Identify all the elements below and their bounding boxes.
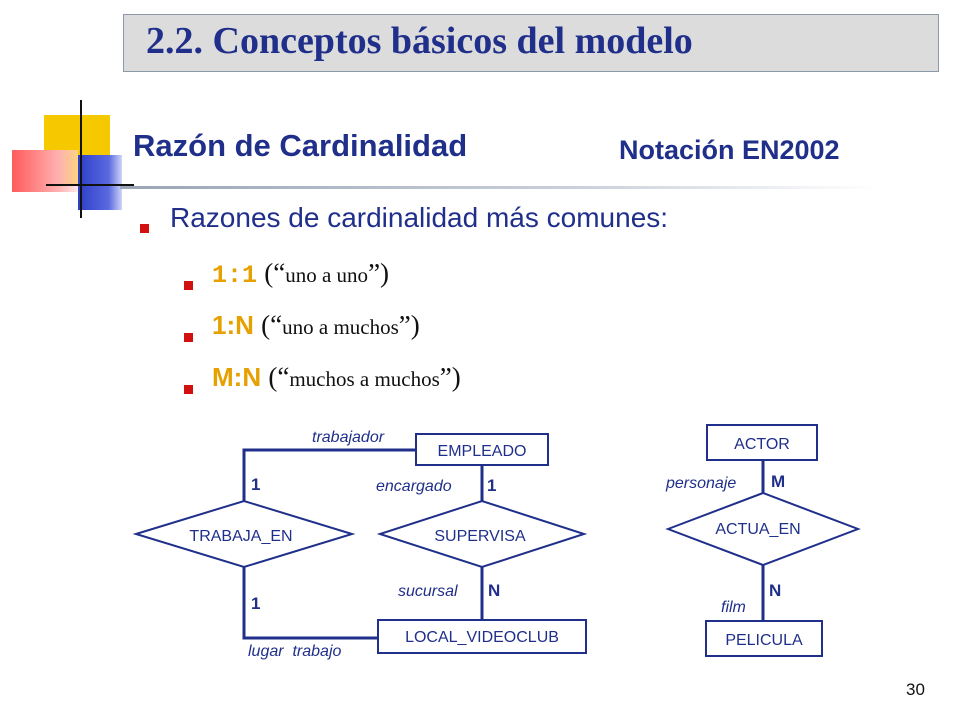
open-paren: (“ <box>261 310 283 340</box>
bullet-item-m-n: M:N (“muchos a muchos”) <box>212 362 461 393</box>
relationship-supervisa-label: SUPERVISA <box>434 528 526 545</box>
open-paren: (“ <box>264 258 286 288</box>
bullet-item-1-1: 1:1 (“uno a uno”) <box>212 258 389 290</box>
bullet-square-icon <box>184 333 193 342</box>
cardinality-trabaja-top: 1 <box>251 475 260 494</box>
relationship-actua-en-label: ACTUA_EN <box>715 521 800 538</box>
ratio-meaning: muchos a muchos <box>289 367 440 391</box>
ratio-meaning: uno a muchos <box>282 315 399 339</box>
bullet-square-icon <box>184 385 193 394</box>
entity-pelicula-label: PELICULA <box>725 632 803 649</box>
connector-lugar-trabajo <box>242 567 378 640</box>
entity-actor-label: ACTOR <box>734 436 790 453</box>
relationship-trabaja-en-label: TRABAJA_EN <box>189 528 292 545</box>
cardinality-actua-bottom: N <box>769 581 781 600</box>
bullet-square-icon <box>140 224 149 233</box>
relationship-trabaja-en-shape <box>132 499 356 569</box>
heading-underline <box>120 186 880 189</box>
entity-empleado-label: EMPLEADO <box>438 443 527 460</box>
open-paren: (“ <box>268 362 290 392</box>
role-sucursal: sucursal <box>398 583 458 600</box>
decor-horizontal-line <box>46 184 134 186</box>
connector-trabajador <box>242 448 416 521</box>
close-paren: ”) <box>398 310 420 340</box>
cardinality-supervisa-top: 1 <box>487 476 496 495</box>
title-bar: 2.2. Conceptos básicos del modelo <box>123 14 939 72</box>
relationship-actua-en-shape <box>665 491 861 567</box>
page-number: 30 <box>906 680 925 699</box>
role-film: film <box>721 599 746 616</box>
entity-empleado-box <box>415 433 549 466</box>
cardinality-trabaja-bottom: 1 <box>251 594 260 613</box>
section-heading: Razón de Cardinalidad <box>133 128 468 163</box>
bullet-main-text: Razones de cardinalidad más comunes: <box>170 202 669 233</box>
bullet-square-icon <box>184 281 193 290</box>
cardinality-actua-top: M <box>771 472 785 491</box>
ratio-label: 1:1 <box>212 261 258 290</box>
entity-pelicula-box <box>705 620 823 657</box>
ratio-meaning: uno a uno <box>285 263 369 287</box>
ratio-label: M:N <box>212 362 262 392</box>
slide-title: 2.2. Conceptos básicos del modelo <box>146 20 693 62</box>
role-trabajador: trabajador <box>312 429 385 446</box>
decor-vertical-line <box>80 100 82 218</box>
decor-blue-square <box>78 155 122 210</box>
entity-local-videoclub-label: LOCAL_VIDEOCLUB <box>405 629 559 646</box>
role-lugar-trabajo: lugar trabajo <box>248 643 341 660</box>
ratio-label: 1:N <box>212 310 254 340</box>
relationship-supervisa-shape <box>376 499 588 569</box>
role-personaje: personaje <box>665 475 736 492</box>
role-encargado: encargado <box>376 478 452 495</box>
bullet-item-1-n: 1:N (“uno a muchos”) <box>212 310 420 341</box>
close-paren: ”) <box>439 362 461 392</box>
notation-heading: Notación EN2002 <box>619 135 840 165</box>
entity-local-videoclub-box <box>377 619 587 654</box>
entity-actor-box <box>706 424 818 461</box>
close-paren: ”) <box>368 258 390 288</box>
cardinality-supervisa-bottom: N <box>488 581 500 600</box>
